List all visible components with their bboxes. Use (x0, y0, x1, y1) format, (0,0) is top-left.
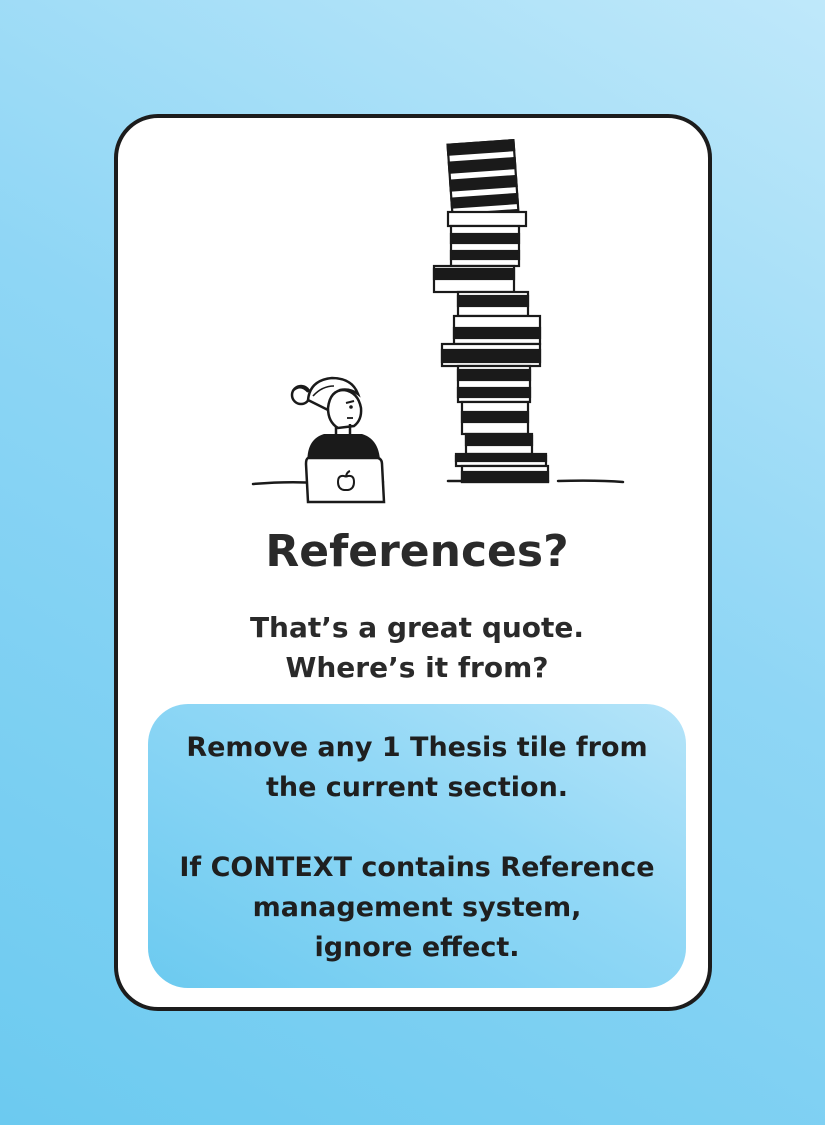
effect-line-3: If CONTEXT contains Reference (179, 852, 655, 883)
card-flavor-text: That’s a great quote. Where’s it from? (118, 608, 708, 688)
student-at-laptop-icon (290, 376, 386, 504)
tall-book-stack-icon (432, 138, 550, 484)
effect-line-5: ignore effect. (314, 932, 520, 963)
game-card[interactable]: References? That’s a great quote. Where’… (114, 114, 712, 1011)
card-effect-box: Remove any 1 Thesis tile from the curren… (148, 704, 686, 988)
effect-spacer (148, 808, 686, 848)
effect-line-4: management system, (252, 892, 582, 923)
effect-line-1: Remove any 1 Thesis tile from (186, 732, 648, 763)
card-title: References? (265, 526, 569, 577)
laptop-icon (304, 456, 386, 504)
apple-logo-icon (336, 470, 356, 491)
flavor-line-2: Where’s it from? (285, 651, 549, 684)
card-illustration (251, 138, 625, 504)
effect-line-2: the current section. (265, 772, 569, 803)
flavor-line-1: That’s a great quote. (249, 611, 585, 644)
